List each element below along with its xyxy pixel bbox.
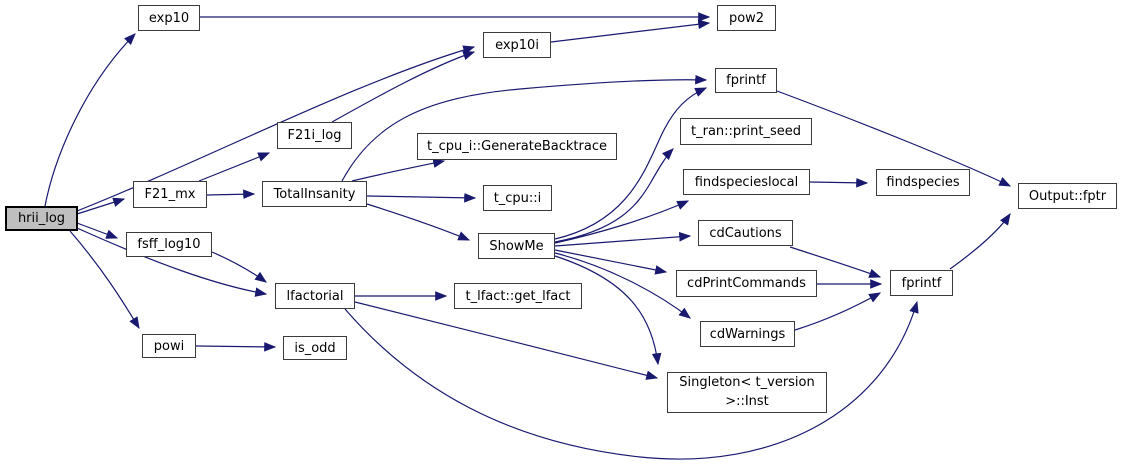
edge-ShowMe-cdWarnings (554, 252, 691, 319)
node-fsff_log10[interactable]: fsff_log10 (126, 232, 212, 257)
node-fprintf-bottom[interactable]: fprintf (890, 270, 953, 296)
node-Singleton-t_version-Inst[interactable]: Singleton< t_version >::Inst (667, 372, 827, 413)
node-t_cpu-i[interactable]: t_cpu::i (483, 185, 552, 211)
node-exp10[interactable]: exp10 (138, 5, 200, 31)
node-is_odd[interactable]: is_odd (283, 336, 347, 360)
edge-findspecieslocal-findspecies (809, 178, 869, 188)
edge-cdWarnings-fprintf_bottom (794, 292, 882, 331)
edge-lfactorial-Singleton (354, 301, 659, 380)
edge-hrii_log-lfactorial (76, 227, 268, 297)
node-fprintf-top[interactable]: fprintf (715, 68, 777, 93)
edge-powi-is_odd (195, 342, 277, 352)
edge-TotalInsanity-t_cpu_i (366, 193, 477, 203)
edge-TotalInsanity-ShowMe (366, 203, 471, 241)
node-Output-fptr[interactable]: Output::fptr (1018, 183, 1117, 209)
edge-TotalInsanity-GenerateBacktrace (351, 158, 446, 182)
edge-exp10i-pow2 (550, 19, 711, 43)
edge-ShowMe-findspecieslocal (554, 200, 690, 244)
edge-fprintf_top-Output_fptr (776, 90, 1012, 187)
edge-ShowMe-cdPrintCommands (554, 249, 668, 275)
node-F21i_log[interactable]: F21i_log (277, 122, 352, 149)
edge-hrii_log-exp10 (44, 33, 136, 207)
edge-fsff_log10-lfactorial (211, 251, 267, 283)
node-TotalInsanity[interactable]: TotalInsanity (262, 181, 367, 207)
node-exp10i[interactable]: exp10i (483, 32, 551, 58)
node-findspecieslocal[interactable]: findspecieslocal (683, 169, 810, 195)
node-hrii_log[interactable]: hrii_log (5, 206, 78, 231)
edge-lfactorial-fprintf_bottom (344, 300, 919, 460)
node-lfactorial[interactable]: lfactorial (275, 283, 355, 309)
edge-cdCautions-fprintf_bottom (789, 246, 882, 278)
edge-ShowMe-cdCautions (554, 232, 692, 247)
edge-ShowMe-Singleton (554, 255, 662, 366)
edge-fprintf_bottom-Output_fptr (949, 213, 1011, 270)
node-t_lfact-get_lfact[interactable]: t_lfact::get_lfact (454, 283, 582, 309)
edge-ShowMe-print_seed (554, 148, 674, 243)
edge-F21_mx-F21i_log (198, 152, 271, 182)
node-powi[interactable]: powi (142, 334, 196, 358)
edge-hrii_log-fsff_log10 (76, 222, 119, 239)
edge-hrii_log-F21_mx (76, 197, 126, 215)
edge-hrii_log-powi (69, 230, 140, 330)
node-cdPrintCommands[interactable]: cdPrintCommands (676, 270, 817, 297)
node-pow2[interactable]: pow2 (717, 5, 776, 31)
edge-ShowMe-fprintf_top (554, 87, 708, 240)
node-t_cpu_i-GenerateBacktrace[interactable]: t_cpu_i::GenerateBacktrace (417, 133, 617, 160)
edge-F21i_log-exp10i (331, 50, 476, 123)
node-cdCautions[interactable]: cdCautions (698, 220, 793, 246)
edge-TotalInsanity-fprintf_top (341, 74, 708, 182)
node-F21_mx[interactable]: F21_mx (133, 181, 207, 208)
node-findspecies[interactable]: findspecies (876, 169, 970, 196)
node-t_ran-print_seed[interactable]: t_ran::print_seed (680, 118, 812, 145)
edge-F21_mx-TotalInsanity (206, 189, 256, 200)
node-cdWarnings[interactable]: cdWarnings (700, 321, 795, 347)
node-ShowMe[interactable]: ShowMe (478, 233, 555, 259)
